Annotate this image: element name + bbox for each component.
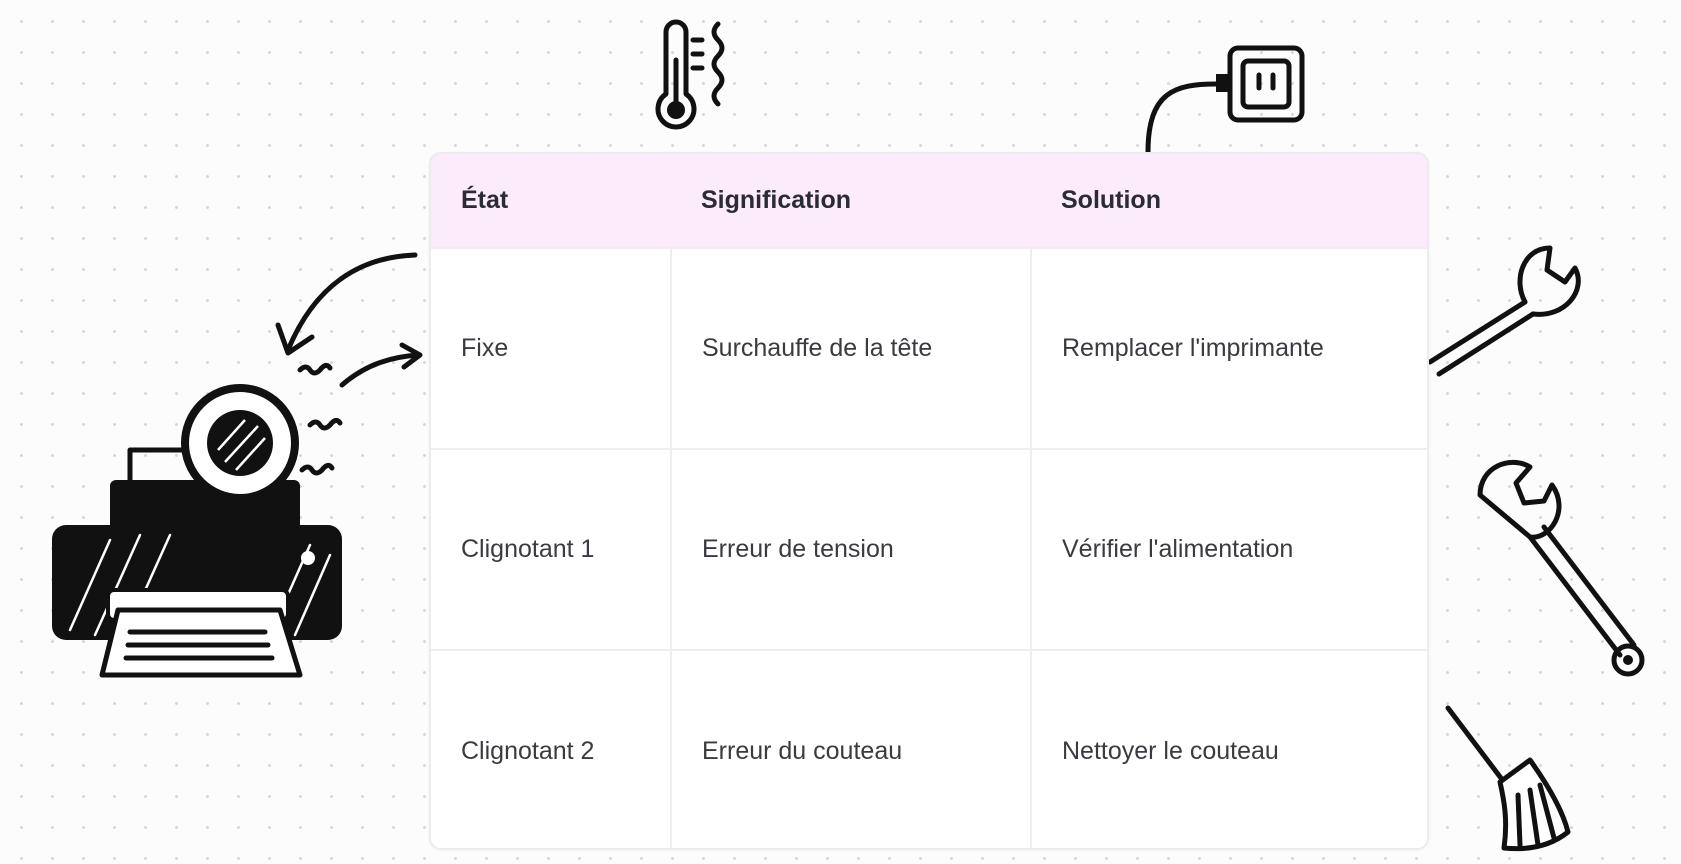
cell-etat: Clignotant 2	[431, 649, 672, 848]
cell-etat: Clignotant 1	[431, 448, 672, 650]
table-header: État Signification Solution	[431, 154, 1427, 248]
status-table: État Signification Solution Fixe Surchau…	[429, 152, 1429, 850]
table-row: Clignotant 1 Erreur de tension Vérifier …	[431, 448, 1427, 650]
power-outlet-icon	[1145, 45, 1305, 155]
cell-signification: Erreur du couteau	[671, 649, 1032, 848]
cell-solution: Nettoyer le couteau	[1031, 649, 1427, 848]
cell-solution: Vérifier l'alimentation	[1031, 448, 1427, 650]
printer-icon	[52, 362, 343, 678]
cell-etat: Fixe	[431, 247, 672, 449]
arrow-icon	[275, 252, 423, 388]
status-table-grid: État Signification Solution Fixe Surchau…	[431, 154, 1427, 848]
header-etat: État	[461, 186, 509, 214]
header-signification: Signification	[701, 186, 851, 214]
table-row: Fixe Surchauffe de la tête Remplacer l'i…	[431, 247, 1427, 449]
cell-solution: Remplacer l'imprimante	[1031, 247, 1427, 449]
header-solution: Solution	[1061, 186, 1161, 214]
wrench-icon	[1427, 245, 1581, 377]
header-row: État Signification Solution	[431, 154, 1427, 248]
wrench-icon	[1477, 459, 1645, 677]
thermometer-icon	[655, 19, 725, 130]
table-body: Fixe Surchauffe de la tête Remplacer l'i…	[431, 247, 1427, 848]
cell-signification: Erreur de tension	[671, 448, 1032, 650]
cell-signification: Surchauffe de la tête	[671, 247, 1032, 449]
broom-icon	[1445, 705, 1571, 852]
magnifier-icon	[181, 384, 299, 518]
table-row: Clignotant 2 Erreur du couteau Nettoyer …	[431, 649, 1427, 848]
